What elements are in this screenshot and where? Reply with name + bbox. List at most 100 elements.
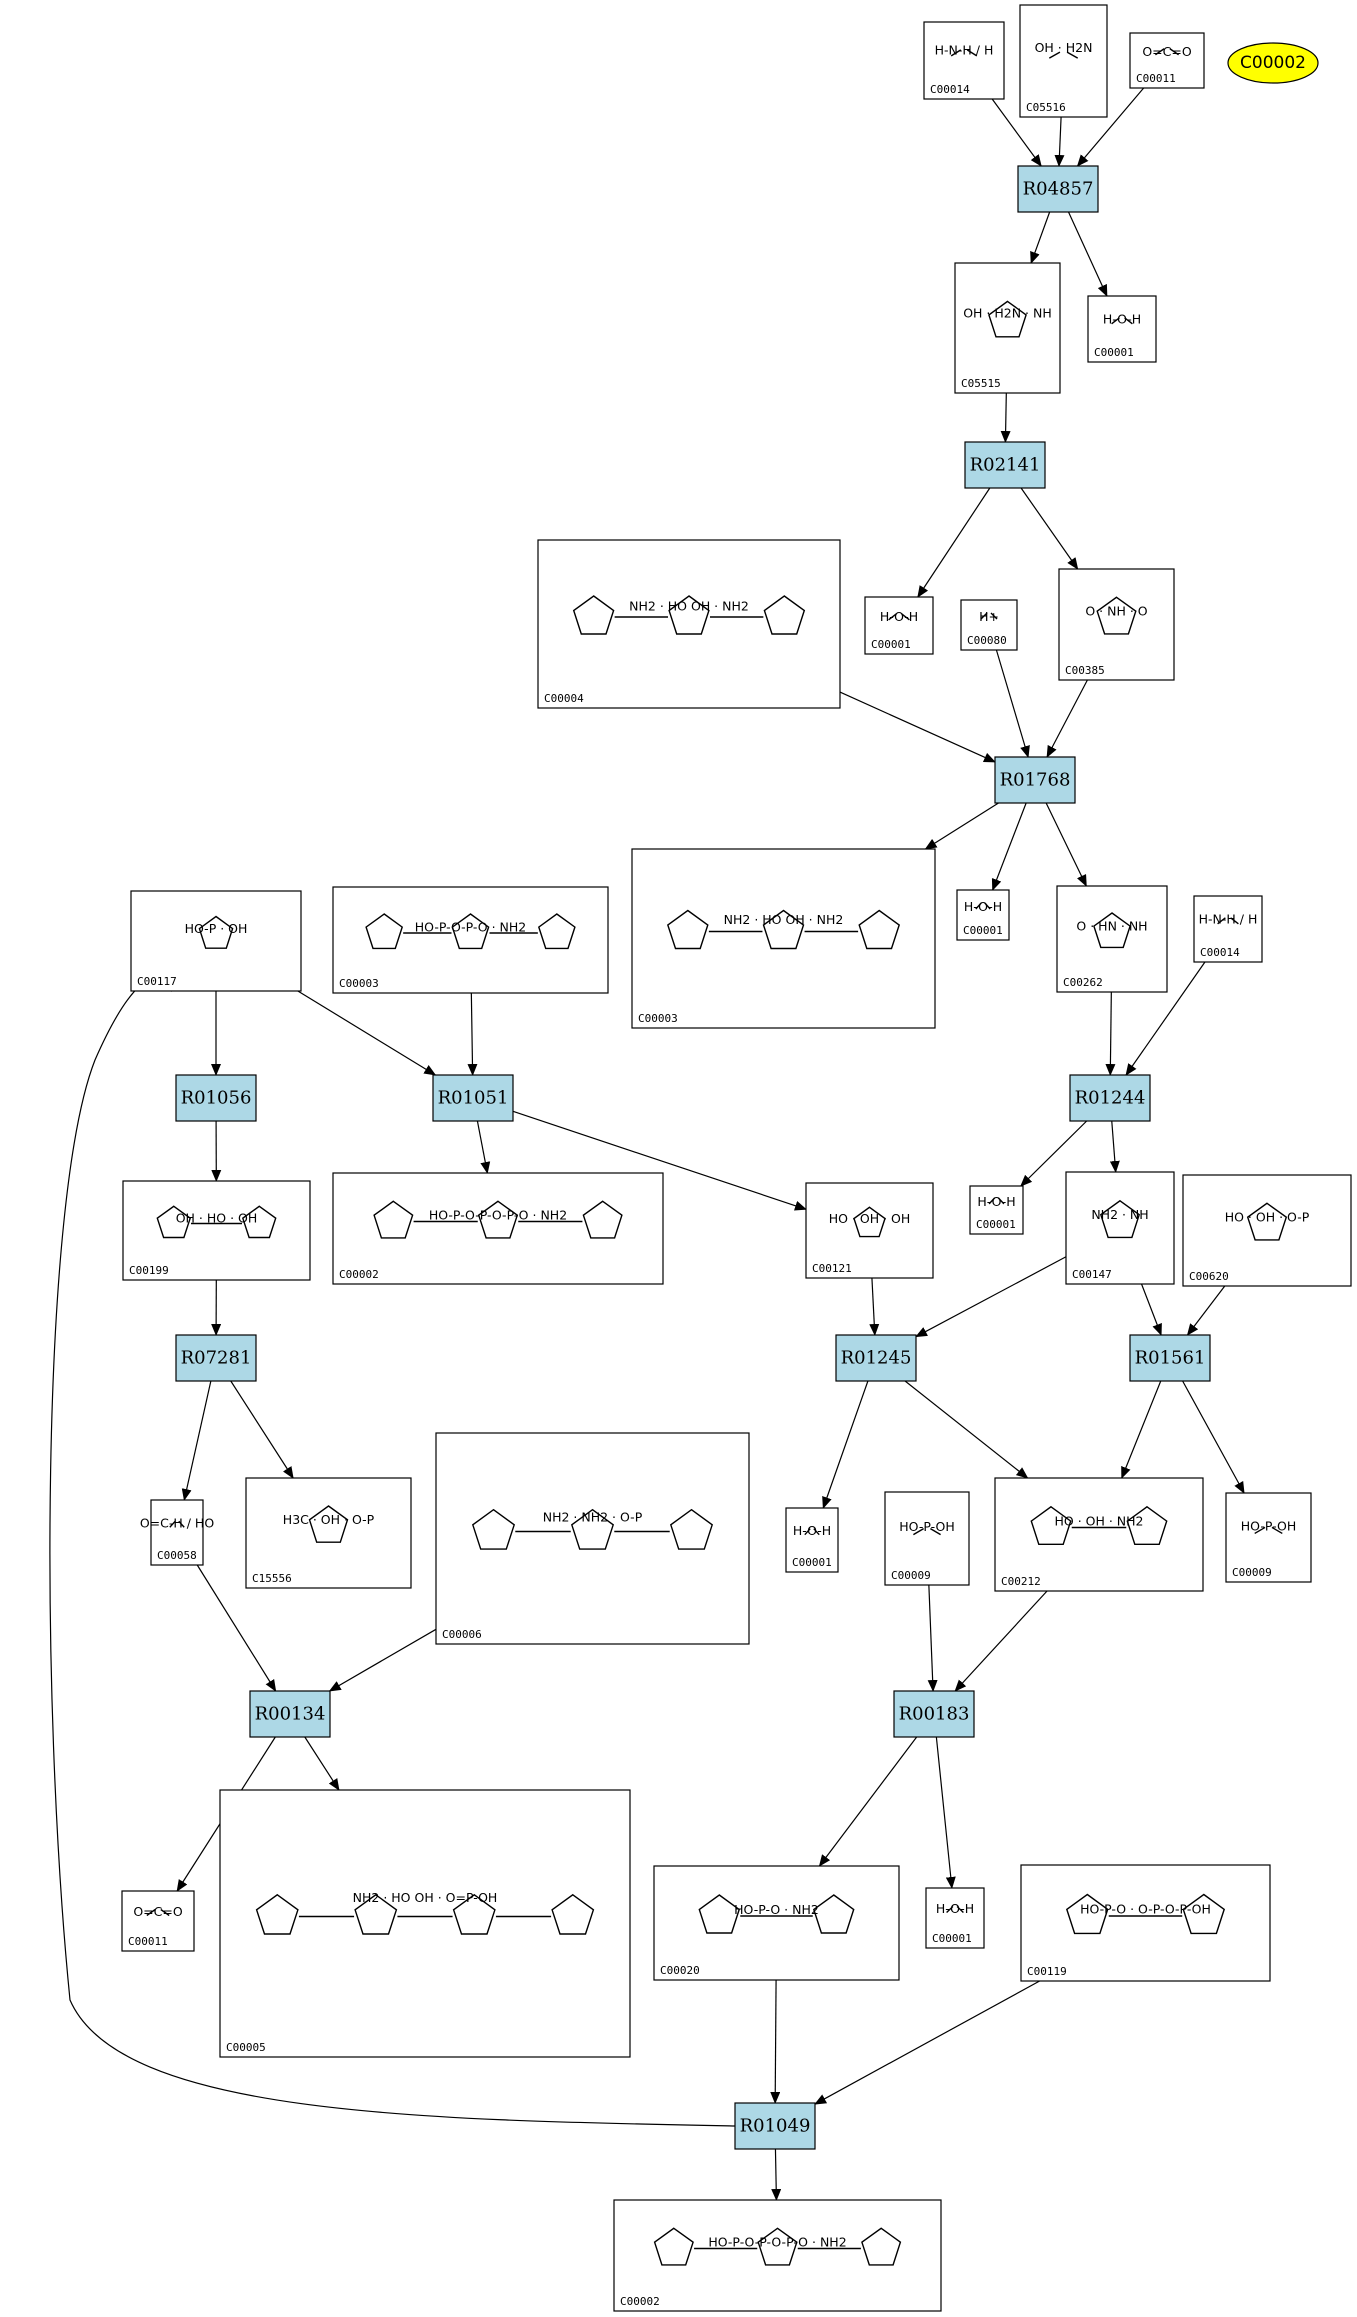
compound-id: C00020: [660, 1964, 700, 1977]
compound-formula: OH · H2N: [1035, 40, 1093, 55]
compound-box: [969, 1185, 1024, 1235]
compound-box: [122, 1180, 311, 1281]
compound-box: [1056, 885, 1168, 993]
compound-box: [1020, 1864, 1271, 1982]
structure-drawing: [255, 1893, 595, 1935]
compound-id: C00011: [128, 1935, 168, 1948]
compound-formula: H+: [979, 609, 999, 624]
compound-box: [537, 539, 841, 709]
edge-arrow: [230, 1380, 294, 1479]
edge-arrow: [915, 1256, 1067, 1338]
structure-drawing: [804, 1528, 820, 1536]
compound-box: [653, 1865, 900, 1981]
compound-formula: HO-P-OH: [1241, 1518, 1296, 1533]
reaction-node-r04857[interactable]: R04857: [1017, 165, 1099, 213]
compound-id: C00199: [129, 1264, 169, 1277]
compound-formula: HO-P-O · NH2: [734, 1902, 819, 1917]
compound-formula: O=C=O: [133, 1904, 183, 1919]
reaction-node-r01051[interactable]: R01051: [432, 1074, 514, 1122]
edge-arrow: [1054, 116, 1065, 167]
reaction-box: [1069, 1074, 1151, 1122]
compound-box: [150, 1499, 204, 1566]
compound-formula: NH2 · HO OH · NH2: [724, 912, 844, 927]
structure-drawing: [988, 1197, 1005, 1205]
reaction-node-r07281[interactable]: R07281: [175, 1334, 257, 1382]
structure-drawing: [1217, 917, 1239, 925]
compound-id: C00117: [137, 975, 177, 988]
reaction-node-r01245[interactable]: R01245: [835, 1334, 917, 1382]
reaction-box: [1129, 1334, 1211, 1382]
reaction-box: [734, 2102, 816, 2150]
structure-drawing: [980, 612, 998, 620]
edge-arrow: [512, 1110, 807, 1211]
compound-formula: HO · OH · O-P: [1225, 1210, 1310, 1225]
edge-arrow: [1186, 1285, 1226, 1336]
reaction-node-r00183[interactable]: R00183: [893, 1690, 975, 1738]
compound-box: [960, 599, 1018, 651]
highlight-label: C00002: [1240, 53, 1306, 73]
compound-id: C05515: [961, 377, 1001, 390]
compound-id: C00004: [544, 692, 584, 705]
edge-arrow: [304, 1736, 340, 1791]
compound-id: C00001: [792, 1556, 832, 1569]
reaction-node-r02141[interactable]: R02141: [964, 441, 1046, 489]
compound-box: [332, 1172, 664, 1285]
edge-arrow: [771, 2148, 782, 2201]
compound-formula: O=C-H / HO: [140, 1515, 215, 1530]
edge-arrow: [991, 98, 1042, 167]
edge-arrow: [1067, 211, 1108, 297]
reaction-node-r01244[interactable]: R01244: [1069, 1074, 1151, 1122]
reaction-node-r01049[interactable]: R01049: [734, 2102, 816, 2150]
reaction-label: R04857: [1023, 179, 1094, 200]
edge-arrow: [770, 1979, 781, 2104]
compound-node-c00080[interactable]: H+C00080: [960, 599, 1018, 651]
compound-formula: HO · OH · OH: [829, 1211, 911, 1226]
highlight-compound[interactable]: C00002: [1227, 42, 1319, 84]
reaction-node-r01056[interactable]: R01056: [175, 1074, 257, 1122]
structure-drawing: [373, 1200, 623, 1239]
compound-node-c00011[interactable]: O=C=O C00011: [121, 1890, 195, 1952]
edge-arrow: [1046, 679, 1088, 758]
structure-drawing: [1254, 1526, 1283, 1535]
reaction-node-r01768[interactable]: R01768: [994, 756, 1076, 804]
edge-arrow: [181, 1380, 212, 1501]
compound-box: [805, 1182, 934, 1279]
reaction-node-r00134[interactable]: R00134: [249, 1690, 331, 1738]
reaction-node-r01561[interactable]: R01561: [1129, 1334, 1211, 1382]
reaction-label: R01245: [841, 1348, 912, 1369]
